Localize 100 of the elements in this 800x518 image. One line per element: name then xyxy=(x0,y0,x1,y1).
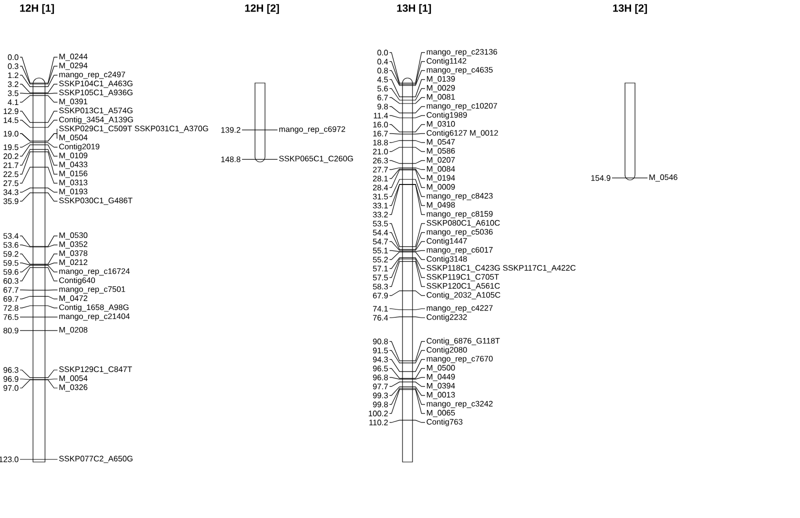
position-label: 139.2 xyxy=(221,127,240,133)
leader-line xyxy=(20,142,58,148)
position-label: 59.6 xyxy=(3,269,18,275)
position-label: 0.3 xyxy=(8,63,18,70)
position-label: 19.5 xyxy=(4,144,18,150)
leader-line xyxy=(389,160,426,164)
position-label: 97.7 xyxy=(373,384,388,390)
position-label: 35.9 xyxy=(3,198,18,204)
leader-line xyxy=(389,290,426,296)
marker-label: Contig_3454_A139G xyxy=(59,116,133,124)
leader-line xyxy=(389,146,426,152)
position-label: 22.5 xyxy=(4,171,18,178)
position-label: 96.3 xyxy=(4,367,18,373)
marker-label: M_0352 xyxy=(59,241,88,249)
position-label: 27.7 xyxy=(373,166,388,172)
marker-label: M_0394 xyxy=(426,382,455,390)
position-label: 16.7 xyxy=(373,130,388,136)
marker-label: Contig_6876_G118T xyxy=(426,338,500,346)
leader-line xyxy=(389,359,426,372)
marker-label: Contig6127 M_0012 xyxy=(426,130,498,138)
marker-label: M_0065 xyxy=(426,410,455,418)
marker-label: M_0313 xyxy=(59,180,88,187)
leader-line xyxy=(389,140,426,143)
position-label: 67.7 xyxy=(4,287,18,293)
chromosome-title: 13H [1] xyxy=(397,4,431,14)
leader-line xyxy=(389,382,426,387)
marker-label: M_0547 xyxy=(426,139,455,146)
marker-label: M_0449 xyxy=(426,374,455,382)
position-label: 14.5 xyxy=(4,117,18,124)
chromosome-title: 13H [2] xyxy=(613,4,647,14)
position-label: 5.6 xyxy=(377,86,388,92)
position-label: 55.1 xyxy=(372,248,388,254)
position-label: 59.5 xyxy=(3,260,18,266)
marker-label: M_0310 xyxy=(426,121,455,128)
leader-line xyxy=(20,296,58,300)
leader-line xyxy=(389,70,426,86)
marker-label: Contig2080 xyxy=(426,346,467,354)
position-label: 28.4 xyxy=(373,184,388,190)
leader-line xyxy=(20,330,58,331)
leader-line xyxy=(389,341,426,362)
position-label: 21.7 xyxy=(4,162,18,168)
marker-label: M_0193 xyxy=(59,188,88,196)
leader-line xyxy=(20,370,58,378)
leader-line xyxy=(389,115,426,118)
marker-label: M_0378 xyxy=(59,250,88,258)
marker-label: mango_rep_c7501 xyxy=(59,286,126,294)
position-label: 59.2 xyxy=(3,251,18,257)
marker-label: M_0244 xyxy=(59,54,88,61)
position-label: 94.3 xyxy=(373,356,388,362)
leader-line xyxy=(242,159,278,160)
leader-line xyxy=(20,92,58,94)
marker-label: SSKP104C1_A463G xyxy=(59,80,132,88)
leader-line xyxy=(20,149,58,166)
position-label: 3.5 xyxy=(8,90,18,96)
position-label: 9.8 xyxy=(377,104,388,110)
leader-line xyxy=(389,250,426,252)
position-label: 90.8 xyxy=(373,338,388,344)
leader-line xyxy=(20,459,58,460)
marker-label: SSKP013C1_A574G xyxy=(59,108,132,115)
marker-label: SSKP118C1_C423G SSKP117C1_A422C xyxy=(426,265,576,272)
marker-label: M_0156 xyxy=(59,170,88,178)
marker-label: mango_rep_c4635 xyxy=(426,66,493,74)
leader-line xyxy=(389,377,426,380)
marker-label: SSKP030C1_G486T xyxy=(59,198,132,205)
position-label: 4.1 xyxy=(8,99,18,105)
marker-label: M_0013 xyxy=(426,392,455,400)
marker-label: mango_rep_c16724 xyxy=(59,268,130,276)
position-label: 18.8 xyxy=(373,140,388,146)
position-label: 4.5 xyxy=(377,76,388,82)
leader-line xyxy=(20,378,58,380)
position-label: 96.5 xyxy=(373,366,388,372)
marker-label: Contig640 xyxy=(59,277,95,285)
marker-label: mango_rep_c10207 xyxy=(426,102,498,110)
marker-label: M_0054 xyxy=(59,375,88,383)
leader-line xyxy=(389,388,426,405)
marker-label: M_0194 xyxy=(426,175,455,182)
position-label: 54.7 xyxy=(372,238,388,244)
marker-label: Contig763 xyxy=(426,418,462,426)
position-label: 91.5 xyxy=(373,348,388,354)
position-label: 27.5 xyxy=(4,180,18,186)
leader-line xyxy=(389,124,426,132)
position-label: 33.2 xyxy=(372,212,388,218)
marker-label: M_0504 xyxy=(59,134,88,142)
marker-label: Contig_2032_A105C xyxy=(426,292,500,300)
leader-line xyxy=(20,236,58,247)
leader-line xyxy=(20,316,58,318)
position-label: 154.9 xyxy=(591,175,610,181)
position-label: 72.8 xyxy=(4,305,18,311)
leader-line xyxy=(389,61,426,85)
marker-label: mango_rep_c2497 xyxy=(59,72,126,79)
leader-line xyxy=(389,420,426,423)
marker-label: mango_rep_c21404 xyxy=(59,313,130,321)
leader-line xyxy=(389,261,426,287)
position-label: 57.5 xyxy=(372,274,388,280)
leader-line xyxy=(20,56,58,84)
marker-label: SSKP080C1_A610C xyxy=(426,220,500,228)
chromosome-title: 12H [2] xyxy=(245,4,279,14)
leader-line xyxy=(20,244,58,248)
marker-label: Contig2232 xyxy=(426,314,467,322)
leader-line xyxy=(389,223,426,247)
